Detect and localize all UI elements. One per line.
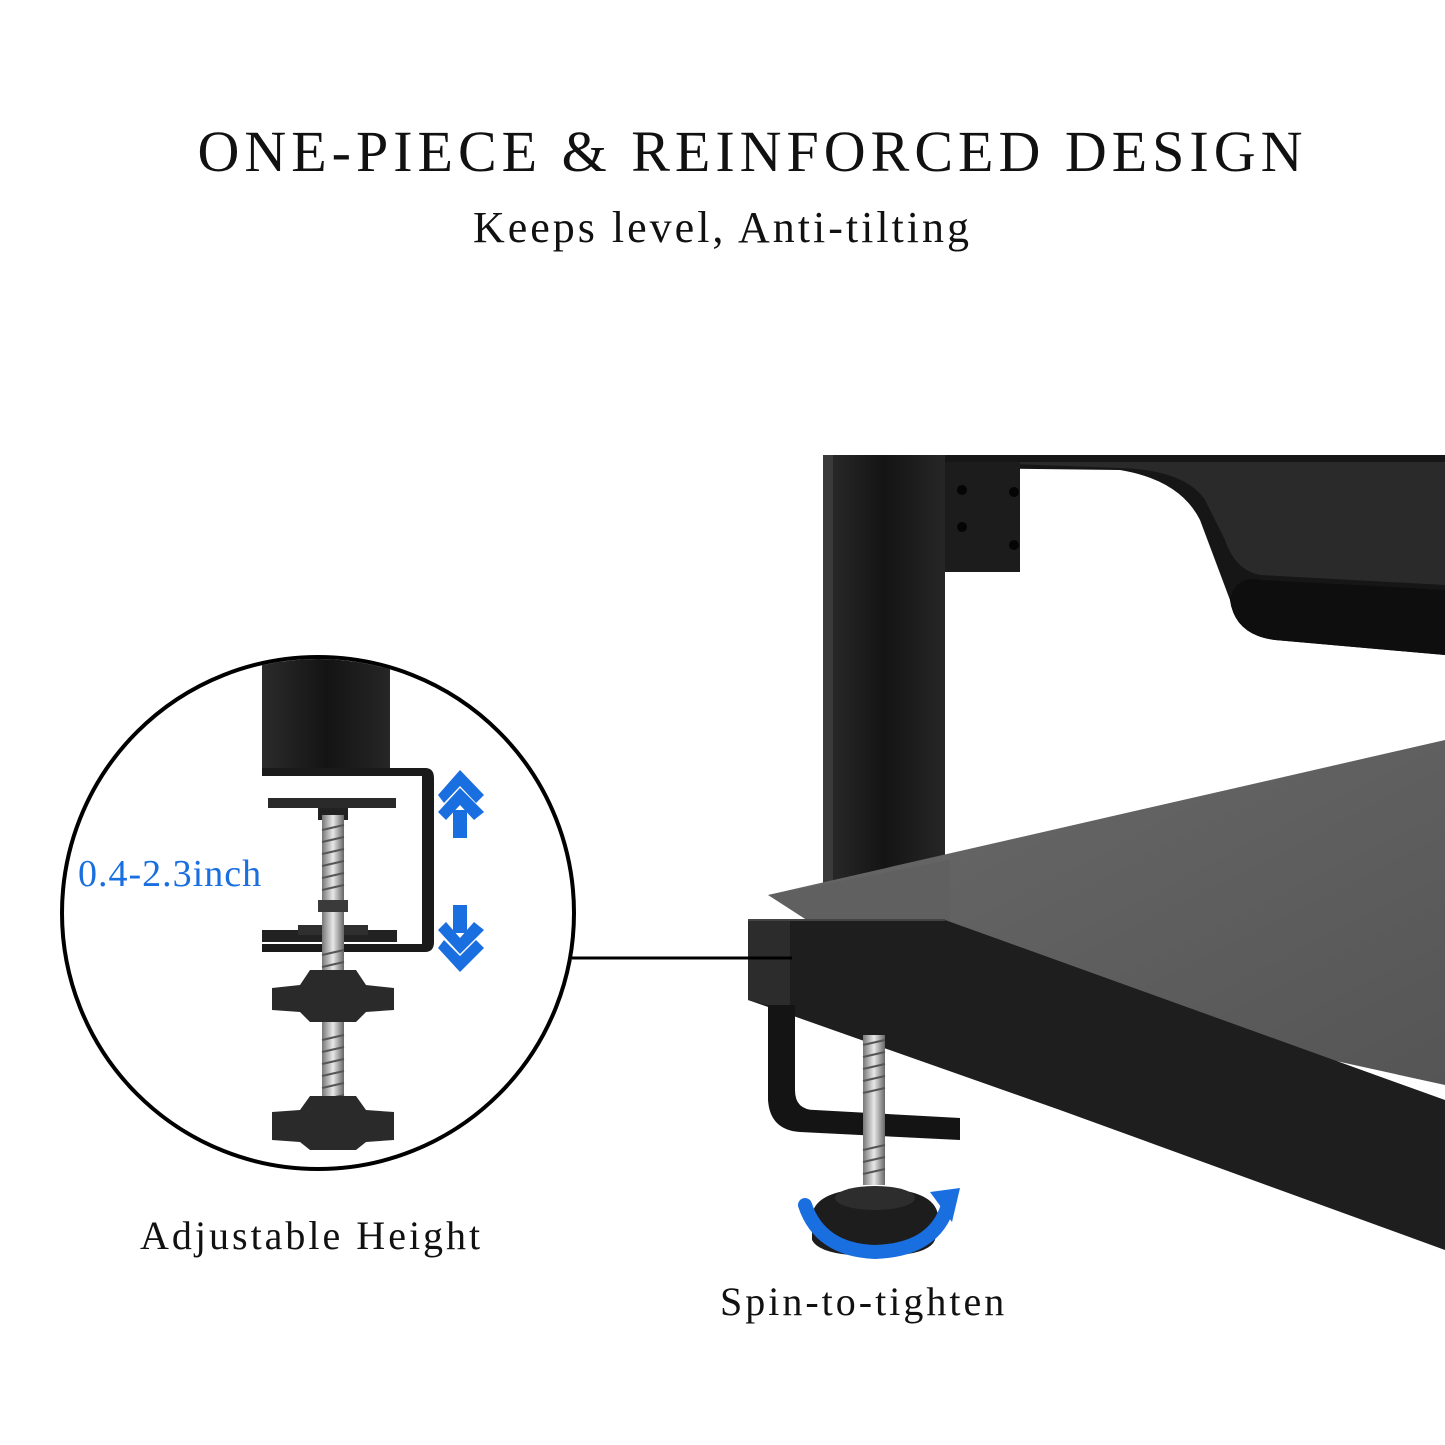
down-arrow-icon <box>438 905 484 972</box>
up-arrow-icon <box>438 770 484 838</box>
headline: ONE-PIECE & REINFORCED DESIGN <box>197 119 1308 184</box>
detail-magnifier <box>64 659 572 1167</box>
spin-to-tighten-caption: Spin-to-tighten <box>720 1279 1008 1324</box>
cart-frame <box>748 455 1445 1255</box>
spin-arrow-icon <box>798 1188 960 1260</box>
detail-circle-border <box>60 655 576 1171</box>
subheadline: Keeps level, Anti-tilting <box>472 203 973 252</box>
adjustable-height-caption: Adjustable Height <box>140 1213 484 1258</box>
height-range-label: 0.4-2.3inch <box>78 853 263 895</box>
